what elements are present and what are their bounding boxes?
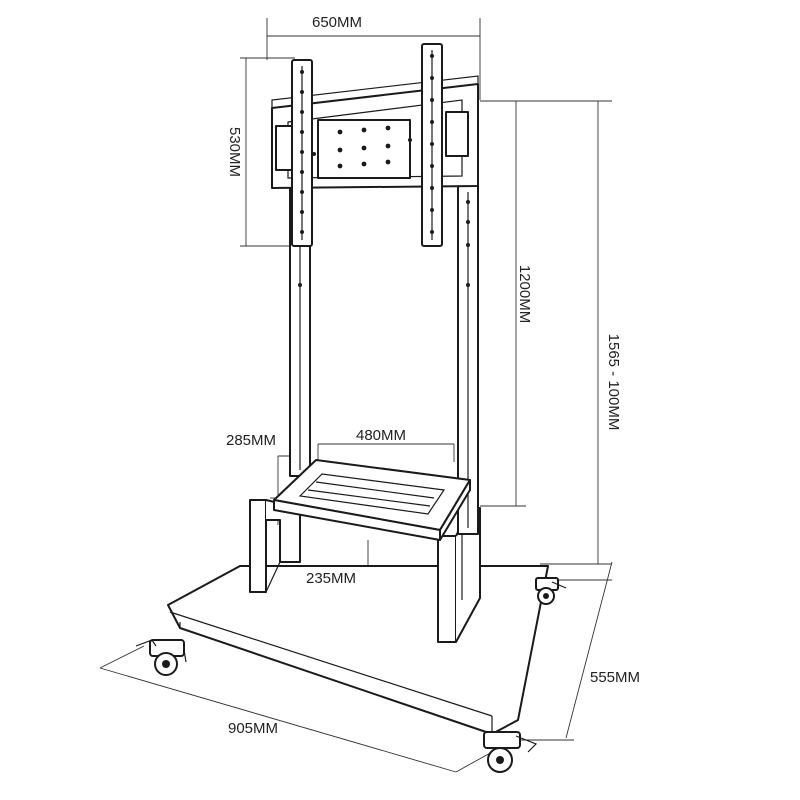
dim-label-shelf-width: 480MM [356, 427, 406, 444]
bracket-left [291, 59, 313, 247]
dim-label-shelf-depth: 285MM [226, 432, 276, 449]
caster-wheel-front-right [483, 731, 538, 773]
caster-wheel-front-left [135, 639, 187, 676]
dim-label-base-width: 905MM [228, 720, 278, 737]
dim-label-mount-width: 650MM [312, 14, 362, 31]
shelf-support-right [437, 507, 481, 643]
dim-label-total-height: 1565 - 100MM [605, 334, 622, 431]
dim-label-shelf-drop: 235MM [306, 570, 356, 587]
base-platform [167, 565, 549, 735]
shelf-support-left [249, 499, 301, 593]
bracket-right [421, 43, 443, 247]
dim-label-mount-height: 530MM [226, 127, 243, 177]
caster-wheel-back-right [535, 577, 567, 605]
dimension-lines [99, 18, 613, 773]
dim-label-post-height: 1200MM [516, 265, 533, 323]
shelf-tray [273, 459, 471, 541]
dim-label-base-depth: 555MM [590, 669, 640, 686]
